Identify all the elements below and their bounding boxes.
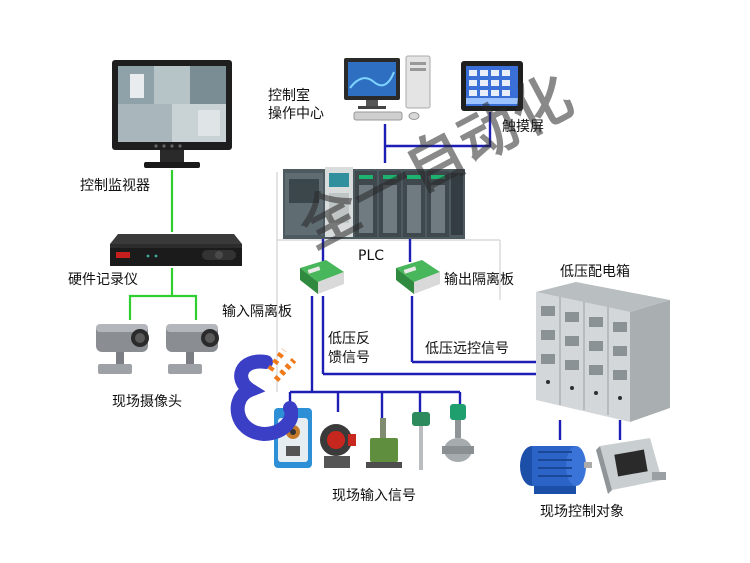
lv-feedback-label-line1: 低压反	[328, 331, 370, 347]
plc-rack-icon	[283, 163, 467, 241]
field-inputs-label: 现场输入信号	[332, 488, 416, 504]
lv-remote-label: 低压远控信号	[425, 341, 509, 357]
field-targets-label: 现场控制对象	[540, 504, 624, 520]
touch-panel-icon	[460, 60, 524, 112]
output-isolator-label: 输出隔离板	[444, 272, 514, 288]
plc-label: PLC	[358, 248, 385, 264]
monitor-label: 控制监视器	[80, 178, 150, 194]
lv-feedback-label-line2: 馈信号	[328, 350, 370, 366]
din-rail-isolator-icon	[392, 258, 444, 298]
electric-motor-icon	[516, 440, 592, 496]
dvr-recorder-icon	[108, 232, 244, 270]
lv-cabinet-label: 低压配电箱	[560, 264, 630, 280]
field-sensor-icon	[440, 402, 476, 472]
field-sensor-icon	[318, 412, 358, 472]
security-camera-icon	[92, 320, 156, 378]
control-room-label-line1: 控制室	[268, 88, 310, 104]
linear-actuator-icon	[596, 436, 668, 498]
blue-control-links	[288, 112, 622, 440]
field-sensor-icon	[364, 416, 404, 470]
cctv-monitor-icon	[110, 58, 234, 170]
company-logo-icon	[226, 346, 299, 446]
input-isolator-label: 输入隔离板	[222, 304, 292, 320]
din-rail-isolator-icon	[296, 258, 348, 298]
cameras-label: 现场摄像头	[112, 394, 182, 410]
field-sensor-icon	[408, 408, 434, 472]
recorder-label: 硬件记录仪	[68, 272, 138, 288]
green-video-links	[128, 170, 198, 320]
control-room-label-line2: 操作中心	[268, 106, 324, 122]
touchscreen-label: 触摸屏	[502, 119, 544, 135]
desktop-computer-icon	[342, 54, 434, 124]
security-camera-icon	[162, 320, 226, 378]
switchgear-cabinet-icon	[536, 282, 670, 422]
